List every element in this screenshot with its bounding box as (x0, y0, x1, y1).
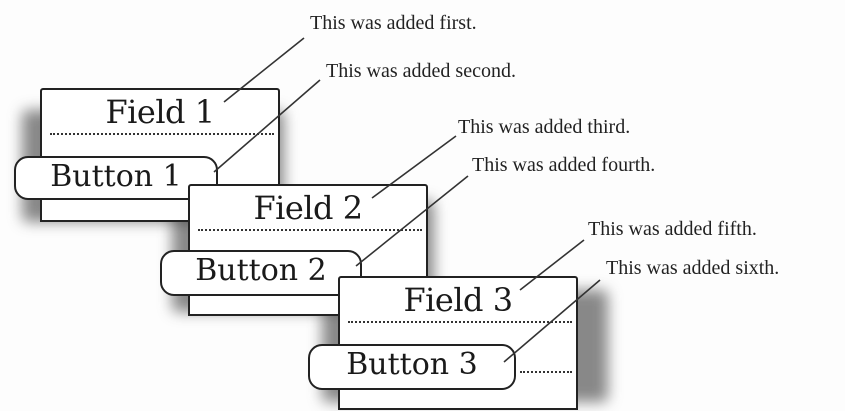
annotation-second: This was added second. (326, 60, 516, 82)
field-3-trailing-dots (520, 371, 572, 373)
annotation-fifth: This was added fifth. (588, 218, 757, 240)
field-1-label: Field 1 (105, 93, 215, 131)
button-2[interactable]: Button 2 (160, 250, 362, 296)
annotation-third: This was added third. (458, 116, 631, 138)
field-1-dotted-line (50, 133, 274, 135)
annotation-fourth: This was added fourth. (472, 154, 656, 176)
button-3[interactable]: Button 3 (308, 344, 516, 390)
button-1[interactable]: Button 1 (14, 156, 218, 200)
annotation-first: This was added first. (310, 12, 477, 34)
annotation-sixth: This was added sixth. (606, 257, 780, 279)
field-3-label: Field 3 (403, 281, 513, 319)
field-2-dotted-line (198, 229, 422, 231)
field-2-label: Field 2 (253, 189, 363, 227)
field-3-dotted-line (348, 321, 572, 323)
